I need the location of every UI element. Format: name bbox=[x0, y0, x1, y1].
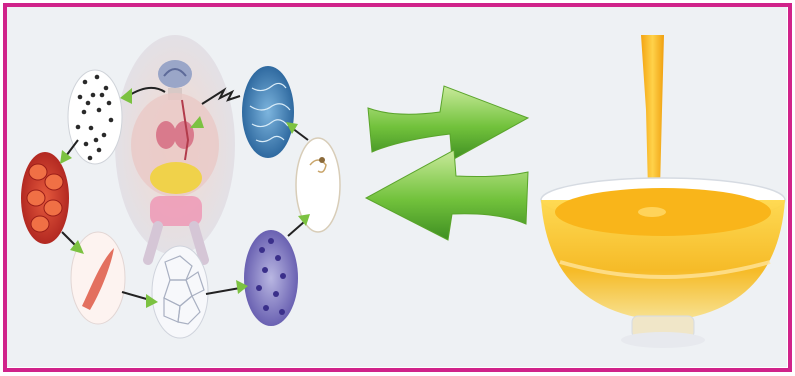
red-blood-cells-icon bbox=[21, 152, 69, 244]
fat-cells-icon bbox=[152, 246, 208, 338]
purple-tissue-cells-icon bbox=[244, 230, 298, 326]
dotted-cell-icon bbox=[68, 70, 122, 164]
blue-nerve-cells-icon bbox=[242, 66, 294, 158]
